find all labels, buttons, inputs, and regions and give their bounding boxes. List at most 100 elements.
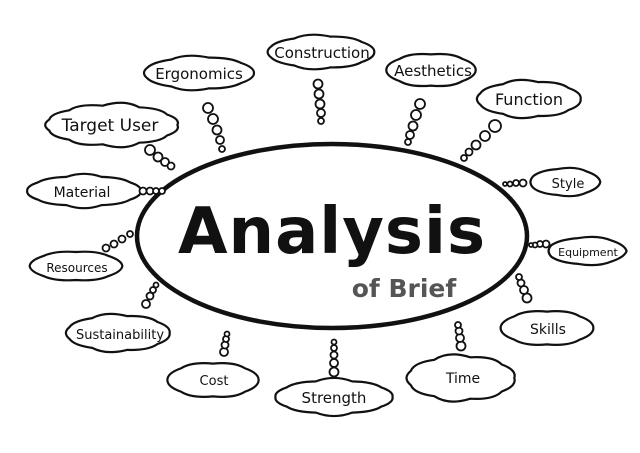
thought-bubble-function-2 <box>479 130 491 142</box>
thought-bubble-time-4 <box>454 321 462 329</box>
thought-trail-sustainability <box>141 281 160 309</box>
thought-bubble-function-3 <box>470 139 482 151</box>
cloud-shape-skills <box>499 310 595 346</box>
cloud-label-time: Time <box>445 371 480 387</box>
cloud-label-style: Style <box>552 177 585 192</box>
thought-trail-material <box>138 186 166 196</box>
thought-bubble-function-4 <box>464 147 474 157</box>
cloud-function <box>475 78 582 120</box>
cloud-shape-construction <box>266 33 376 71</box>
thought-bubble-ergonomics-3 <box>211 124 223 136</box>
thought-bubble-aesthetics-2 <box>410 109 422 121</box>
thought-bubble-material-1 <box>138 186 148 196</box>
cloud-style <box>529 166 602 198</box>
thought-bubble-construction-3 <box>314 98 326 110</box>
thought-bubble-target-user-3 <box>160 157 170 167</box>
cloud-shape-cost <box>166 362 260 398</box>
cloud-strength <box>274 376 394 418</box>
cloud-shape-aesthetics <box>385 52 477 88</box>
cloud-material <box>26 172 142 210</box>
thought-trail-ergonomics <box>202 102 226 153</box>
cloud-target-user <box>44 101 179 149</box>
thought-bubble-resources-4 <box>126 230 134 238</box>
thought-bubble-function-1 <box>488 119 502 133</box>
cloud-cost <box>166 362 260 398</box>
thought-trail-resources <box>101 230 134 253</box>
cloud-label-cost: Cost <box>200 374 229 389</box>
thought-bubble-ergonomics-5 <box>218 145 226 153</box>
thought-bubble-time-1 <box>455 340 467 352</box>
thought-trail-construction <box>312 78 326 125</box>
center-title: Analysis <box>178 195 486 269</box>
cloud-label-equipment: Equipment <box>558 246 618 259</box>
thought-trail-cost <box>219 330 231 357</box>
cloud-skills <box>499 310 595 346</box>
thought-bubble-target-user-1 <box>144 144 156 156</box>
cloud-label-sustainability: Sustainability <box>76 328 164 343</box>
thought-bubble-aesthetics-4 <box>405 130 415 140</box>
thought-bubble-sustainability-2 <box>145 291 155 301</box>
cloud-aesthetics <box>385 52 477 88</box>
thought-bubble-target-user-2 <box>152 151 164 163</box>
thought-bubble-construction-2 <box>313 88 325 100</box>
thought-bubble-skills-4 <box>515 273 523 281</box>
thought-bubble-resources-1 <box>101 243 111 253</box>
thought-trail-target-user <box>144 144 176 171</box>
topic-labels: Ergonomics Construction Aesthetics Funct… <box>46 44 618 407</box>
thought-bubble-style-4 <box>502 181 508 187</box>
cloud-label-target-user: Target User <box>61 116 159 136</box>
center-subtitle: of Brief <box>352 274 458 303</box>
thought-trail-aesthetics <box>404 98 426 146</box>
cloud-shape-ergonomics <box>142 54 256 92</box>
thought-bubble-construction-5 <box>317 117 325 125</box>
thought-bubble-sustainability-3 <box>149 286 157 294</box>
cloud-resources <box>28 250 124 282</box>
cloud-shape-time <box>405 353 516 403</box>
thought-bubble-ergonomics-1 <box>202 102 214 114</box>
topic-clouds <box>26 33 628 418</box>
thought-bubble-style-2 <box>512 179 520 187</box>
thought-bubble-equipment-4 <box>528 242 534 248</box>
cloud-label-strength: Strength <box>302 389 367 407</box>
cloud-shape-function <box>475 78 582 120</box>
cloud-time <box>405 353 516 403</box>
thought-bubble-sustainability-1 <box>141 299 151 309</box>
thought-bubble-construction-1 <box>312 78 324 90</box>
cloud-label-resources: Resources <box>46 261 107 275</box>
thought-trail-equipment <box>528 239 551 249</box>
thought-bubble-style-3 <box>506 180 514 188</box>
thought-bubble-strength-2 <box>329 358 339 368</box>
thought-bubble-aesthetics-5 <box>404 138 412 146</box>
cloud-label-material: Material <box>54 185 111 201</box>
thought-bubble-cost-4 <box>223 330 231 338</box>
cloud-label-aesthetics: Aesthetics <box>394 62 472 80</box>
thought-bubble-construction-4 <box>316 108 326 118</box>
thought-bubble-resources-3 <box>117 234 127 244</box>
cloud-shape-style <box>529 166 602 198</box>
cloud-construction <box>266 33 376 71</box>
thought-bubble-ergonomics-4 <box>215 135 225 145</box>
cloud-label-ergonomics: Ergonomics <box>155 65 243 83</box>
cloud-shape-equipment <box>547 235 628 267</box>
thought-bubble-strength-5 <box>330 338 338 346</box>
cloud-shape-sustainability <box>64 312 171 354</box>
thought-bubble-function-5 <box>460 154 468 162</box>
thought-bubble-sustainability-4 <box>152 281 160 289</box>
thought-bubble-strength-3 <box>329 350 339 360</box>
thought-bubble-ergonomics-2 <box>207 113 219 125</box>
cloud-ergonomics <box>142 54 256 92</box>
cloud-shape-strength <box>274 376 394 418</box>
cloud-label-skills: Skills <box>530 322 566 338</box>
thought-trail-style <box>502 178 528 188</box>
thought-trail-strength <box>328 338 340 378</box>
thought-trail-function <box>460 119 502 162</box>
cloud-label-construction: Construction <box>274 44 370 62</box>
cloud-shape-target-user <box>44 101 179 149</box>
thought-trails <box>101 78 551 378</box>
thought-trail-skills <box>515 273 533 304</box>
thought-bubble-aesthetics-3 <box>407 120 419 132</box>
thought-bubble-style-1 <box>518 178 528 188</box>
center-ellipse <box>134 141 530 331</box>
cloud-equipment <box>547 235 628 267</box>
